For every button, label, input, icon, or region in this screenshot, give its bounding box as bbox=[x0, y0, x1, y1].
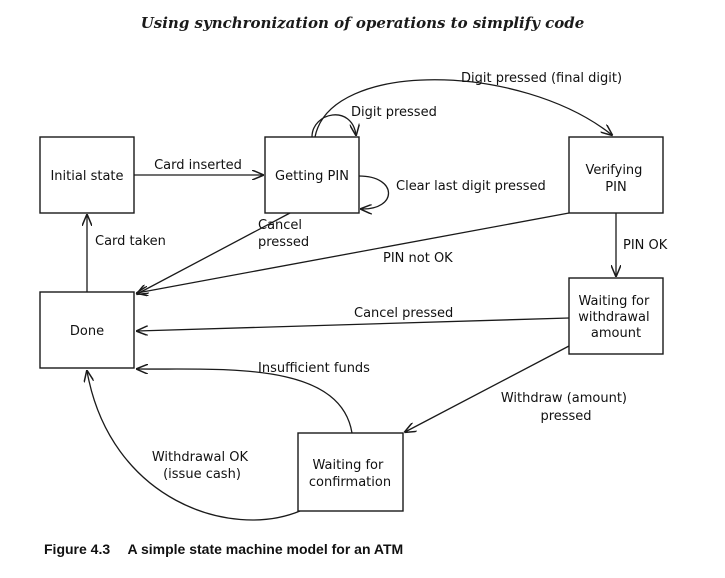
figure-caption-text: A simple state machine model for an ATM bbox=[127, 541, 404, 557]
arrow-withdrawal-ok bbox=[87, 371, 301, 521]
page-header: Using synchronization of operations to s… bbox=[140, 14, 585, 32]
state-verifying-pin: Verifying PIN bbox=[568, 136, 664, 214]
arrow-insufficient-funds bbox=[137, 369, 353, 434]
label-withdrawal-ok: Withdrawal OK (issue cash) bbox=[152, 450, 252, 482]
label-insufficient-funds: Insufficient funds bbox=[258, 361, 370, 376]
figure-caption: Figure 4.3 A simple state machine model … bbox=[44, 541, 403, 557]
state-done-label: Done bbox=[70, 324, 104, 339]
label-withdraw-amount: Withdraw (amount) pressed bbox=[501, 391, 631, 424]
arrow-cancel-pressed-amount bbox=[137, 317, 570, 331]
label-digit-pressed-final: Digit pressed (final digit) bbox=[461, 71, 622, 86]
label-cancel-pressed-amount: Cancel pressed bbox=[354, 306, 453, 321]
figure-number: Figure 4.3 bbox=[44, 541, 111, 557]
arrow-pin-not-ok bbox=[137, 212, 570, 293]
arrow-cancel-pressed-pin bbox=[137, 212, 291, 294]
arrow-withdraw-amount bbox=[405, 345, 570, 432]
state-getting-pin-label: Getting PIN bbox=[275, 169, 349, 184]
label-cancel-pressed-pin: Cancel pressed bbox=[258, 218, 309, 250]
arrow-clear-last-digit-loop bbox=[358, 175, 389, 209]
arrow-digit-pressed-loop bbox=[311, 114, 356, 138]
state-done: Done bbox=[39, 291, 135, 369]
label-clear-last-digit: Clear last digit pressed bbox=[396, 179, 546, 194]
state-initial: Initial state bbox=[39, 136, 135, 214]
state-getting-pin: Getting PIN bbox=[264, 136, 360, 214]
state-waiting-confirmation: Waiting for confirmation bbox=[297, 432, 404, 512]
state-waiting-confirmation-label: Waiting for confirmation bbox=[309, 458, 391, 490]
label-card-taken: Card taken bbox=[95, 234, 166, 249]
state-initial-label: Initial state bbox=[50, 169, 123, 184]
label-card-inserted: Card inserted bbox=[154, 158, 242, 173]
state-verifying-pin-label: Verifying PIN bbox=[585, 163, 646, 195]
arrow-digit-pressed-final bbox=[314, 79, 612, 138]
state-waiting-amount: Waiting for withdrawal amount bbox=[568, 277, 664, 355]
label-pin-ok: PIN OK bbox=[623, 238, 668, 253]
state-waiting-amount-label: Waiting for withdrawal amount bbox=[578, 294, 654, 341]
label-pin-not-ok: PIN not OK bbox=[383, 251, 453, 266]
label-digit-pressed: Digit pressed bbox=[351, 105, 437, 120]
